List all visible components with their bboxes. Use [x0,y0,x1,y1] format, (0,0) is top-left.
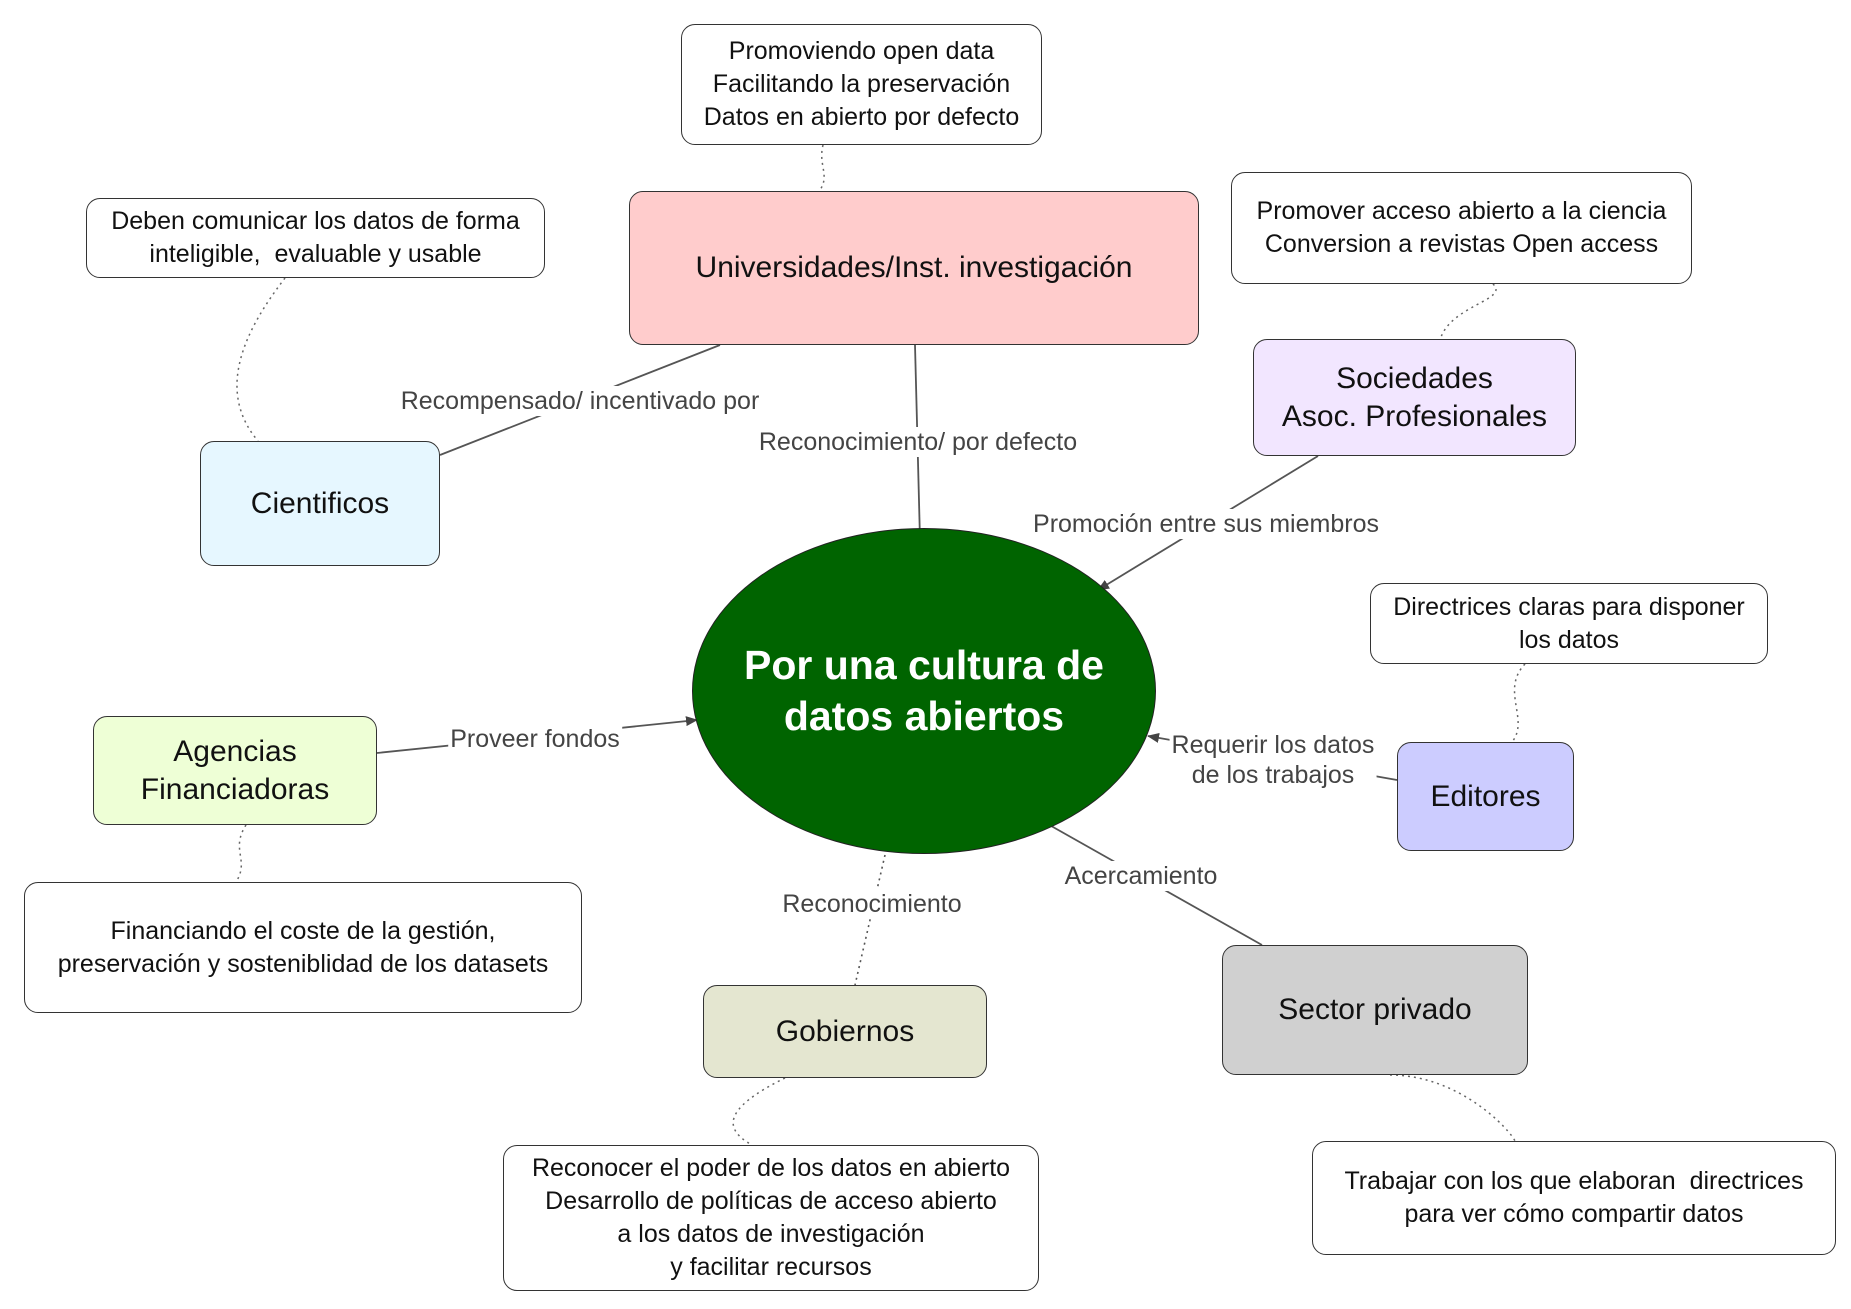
concept-sociedades-line: Sociedades [1336,361,1493,395]
note-sector-privado[interactable]: Trabajar con los que elaboran directrice… [1312,1141,1836,1255]
link-label-sector-privado-line: Acercamiento [1064,862,1218,890]
note-gobiernos-line: Reconocer el poder de los datos en abier… [531,1154,1011,1182]
note-agencias[interactable]: Financiando el coste de la gestión, prese… [24,882,582,1013]
note-agencias-line: Financiando el coste de la gestión, [110,916,496,945]
note-editores[interactable]: Directrices claras para disponer los dato… [1370,583,1768,664]
concept-cientificos[interactable]: Cientificos [200,441,440,566]
note-sector-privado-line: Trabajar con los que elaboran directrice… [1344,1167,1804,1195]
note-gobiernos-line: a los datos de investigación [617,1220,925,1248]
concept-sociedades-line: Asoc. Profesionales [1281,399,1548,433]
note-connector-universidades [819,144,825,191]
link-label-agencias-line: Proveer fondos [450,725,620,753]
note-connector-sociedades [1439,283,1497,341]
note-universidades-line: Datos en abierto por defecto [703,103,1020,131]
link-line-gobiernos [854,854,886,986]
note-connector-editores [1511,663,1526,743]
concept-agencias-line: Agencias [173,734,297,768]
concept-sector-privado-line: Sector privado [1278,993,1472,1026]
note-cientificos-line: inteligible, evaluable y usable [149,240,482,268]
concept-editores-line: Editores [1430,779,1541,813]
link-label-editores-line: Requerir los datos [1171,731,1375,759]
concept-gobiernos-line: Gobiernos [775,1014,915,1048]
link-label-sociedades: Promoción entre sus miembros [1031,509,1381,539]
link-label-universidades: Reconocimiento/ por defecto [756,427,1080,457]
link-label-gobiernos: Reconocimiento [780,889,964,919]
concept-cientificos-line: Cientificos [250,486,390,520]
note-connector-cientificos [236,277,286,442]
concept-universidades-line: Universidades/Inst. investigación [695,251,1133,284]
concept-gobiernos[interactable]: Gobiernos [703,985,987,1078]
central-concept-line: Por una cultura de [744,642,1104,688]
link-label-cientificos-line: Recompensado/ incentivado por [400,387,760,415]
note-sociedades-line: Conversion a revistas Open access [1264,230,1659,258]
concept-sector-privado[interactable]: Sector privado [1222,945,1528,1075]
link-label-universidades-line: Reconocimiento/ por defecto [758,428,1078,456]
link-label-editores-line: de los trabajos [1191,761,1355,789]
note-universidades-line: Promoviendo open data [728,37,995,65]
central-concept-line: datos abiertos [783,693,1065,739]
note-connector-gobiernos [732,1077,786,1146]
note-connector-agencias [235,824,247,883]
link-label-sociedades-line: Promoción entre sus miembros [1033,510,1379,538]
note-cientificos[interactable]: Deben comunicar los datos de forma inteli… [86,198,545,278]
concept-editores[interactable]: Editores [1397,742,1574,851]
note-connector-sector-privado [1389,1074,1516,1142]
note-agencias-line: preservación y sosteniblidad de los data… [57,949,549,978]
link-label-gobiernos-line: Reconocimiento [782,890,962,918]
note-editores-line: Directrices claras para disponer [1393,592,1745,621]
note-sector-privado-line: para ver cómo compartir datos [1404,1200,1744,1228]
link-label-sector-privado: Acercamiento [1062,861,1220,891]
note-cientificos-line: Deben comunicar los datos de forma [111,207,520,235]
note-sociedades-line: Promover acceso abierto a la ciencia [1256,197,1667,225]
note-universidades-line: Facilitando la preservación [712,70,1011,98]
link-label-agencias: Proveer fondos [448,724,622,754]
central-concept[interactable]: Por una cultura de datos abiertos [692,528,1156,854]
concept-agencias-line: Financiadoras [140,772,330,806]
note-gobiernos-line: y facilitar recursos [670,1253,872,1281]
concept-universidades[interactable]: Universidades/Inst. investigación [629,191,1199,345]
note-gobiernos-line: Desarrollo de políticas de acceso abiert… [545,1187,997,1215]
link-label-cientificos: Recompensado/ incentivado por [398,386,762,416]
note-editores-line: los datos [1518,625,1620,654]
note-gobiernos[interactable]: Reconocer el poder de los datos en abier… [503,1145,1039,1291]
